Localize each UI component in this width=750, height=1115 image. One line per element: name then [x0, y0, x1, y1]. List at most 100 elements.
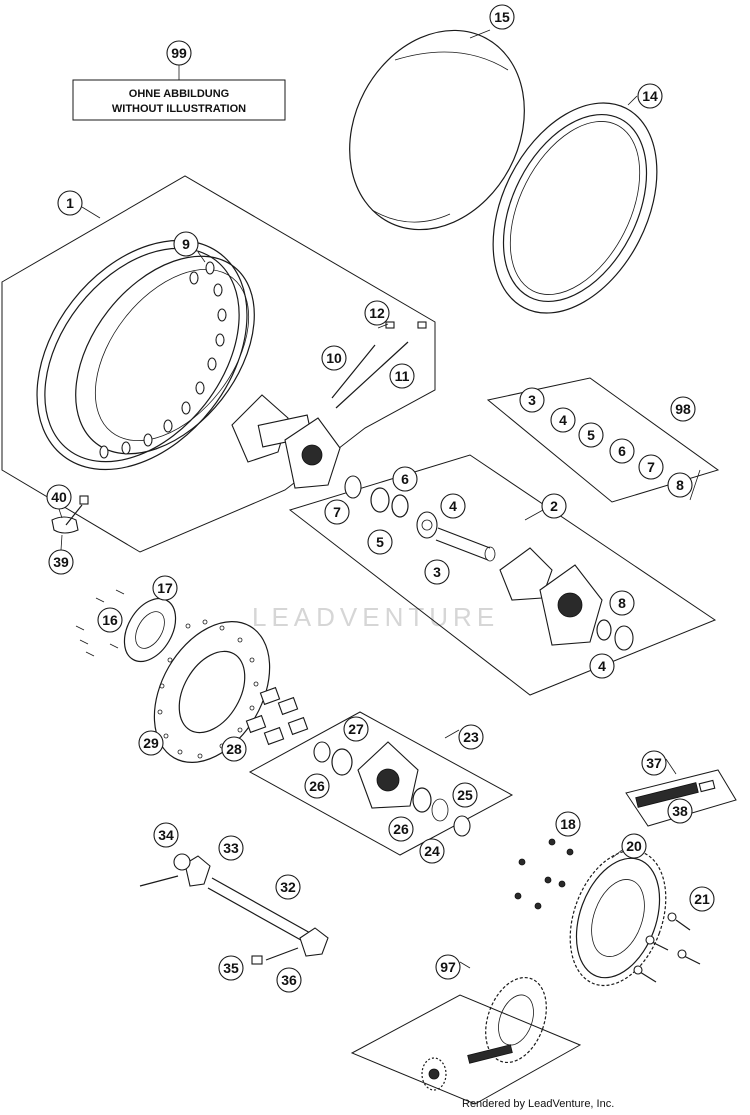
callout-15: 15 — [489, 4, 515, 30]
svg-text:26: 26 — [309, 778, 325, 794]
callout-3: 3 — [519, 387, 545, 413]
leader-12 — [377, 323, 389, 329]
callout-36: 36 — [276, 967, 302, 993]
brake-disc-part — [153, 619, 271, 764]
callout-97: 97 — [435, 954, 461, 980]
callout-20: 20 — [621, 833, 647, 859]
svg-text:40: 40 — [51, 489, 67, 505]
group-frame-23 — [248, 711, 514, 856]
svg-text:3: 3 — [528, 392, 536, 408]
svg-text:12: 12 — [369, 305, 385, 321]
callout-27: 27 — [343, 716, 369, 742]
svg-text:6: 6 — [401, 471, 409, 487]
callout-2: 2 — [541, 493, 567, 519]
callout-7b: 7 — [324, 499, 350, 525]
disc-screws-part — [75, 589, 125, 657]
callout-6: 6 — [609, 438, 635, 464]
tire-part — [492, 102, 658, 314]
svg-text:99: 99 — [171, 45, 187, 61]
svg-text:7: 7 — [333, 504, 341, 520]
callout-11: 11 — [389, 363, 415, 389]
callout-35: 35 — [218, 955, 244, 981]
svg-text:25: 25 — [457, 787, 473, 803]
svg-text:4: 4 — [559, 412, 567, 428]
hub-assembly-part — [344, 475, 634, 651]
note-box-line1: OHNE ABBILDUNG — [129, 88, 229, 100]
svg-text:26: 26 — [393, 821, 409, 837]
callout-5b: 5 — [367, 529, 393, 555]
svg-text:3: 3 — [433, 564, 441, 580]
axle-part — [139, 853, 329, 965]
callout-17: 17 — [152, 575, 178, 601]
svg-text:29: 29 — [143, 735, 159, 751]
svg-text:34: 34 — [158, 827, 174, 843]
svg-text:2: 2 — [550, 498, 558, 514]
svg-text:98: 98 — [675, 401, 691, 417]
svg-text:18: 18 — [560, 816, 576, 832]
svg-text:9: 9 — [182, 236, 190, 252]
callout-34: 34 — [153, 822, 179, 848]
svg-text:8: 8 — [676, 477, 684, 493]
leader-15 — [469, 29, 491, 39]
callout-7: 7 — [638, 454, 664, 480]
svg-text:5: 5 — [376, 534, 384, 550]
callout-28: 28 — [221, 736, 247, 762]
callout-14: 14 — [637, 83, 663, 109]
callout-26b: 26 — [388, 816, 414, 842]
callout-16: 16 — [97, 607, 123, 633]
callout-4c: 4 — [589, 653, 615, 679]
svg-text:37: 37 — [646, 755, 662, 771]
callout-18: 18 — [555, 811, 581, 837]
svg-text:27: 27 — [348, 721, 364, 737]
callout-12: 12 — [364, 300, 390, 326]
callout-4: 4 — [550, 407, 576, 433]
svg-text:4: 4 — [449, 498, 457, 514]
callout-32: 32 — [275, 874, 301, 900]
svg-text:16: 16 — [102, 612, 118, 628]
svg-text:4: 4 — [598, 658, 606, 674]
callout-4b: 4 — [440, 493, 466, 519]
spoke-part — [331, 321, 427, 409]
svg-text:8: 8 — [618, 595, 626, 611]
svg-text:10: 10 — [326, 350, 342, 366]
callout-3b: 3 — [424, 559, 450, 585]
callout-6b: 6 — [392, 466, 418, 492]
leader-lines — [58, 206, 701, 969]
chain-kit-part — [421, 976, 547, 1091]
leader-9 — [197, 251, 206, 263]
callout-10: 10 — [321, 345, 347, 371]
svg-text:7: 7 — [647, 459, 655, 475]
svg-text:38: 38 — [672, 803, 688, 819]
callout-8: 8 — [667, 472, 693, 498]
svg-text:28: 28 — [226, 741, 242, 757]
callout-26: 26 — [304, 773, 330, 799]
svg-text:32: 32 — [280, 879, 296, 895]
svg-text:11: 11 — [395, 368, 410, 384]
svg-text:5: 5 — [587, 427, 595, 443]
group-frame-98 — [486, 377, 720, 503]
svg-text:97: 97 — [440, 959, 456, 975]
callout-5: 5 — [578, 422, 604, 448]
svg-text:20: 20 — [626, 838, 642, 854]
callout-33: 33 — [218, 835, 244, 861]
svg-text:33: 33 — [223, 840, 239, 856]
svg-text:14: 14 — [642, 88, 658, 104]
callout-37: 37 — [641, 750, 667, 776]
hub-upper-part — [231, 394, 341, 489]
svg-text:24: 24 — [424, 843, 440, 859]
svg-text:6: 6 — [618, 443, 626, 459]
damper-rubber-part — [245, 686, 309, 746]
sprocket-carrier-part — [313, 741, 471, 837]
callouts: 99 15 14 1 9 12 10 11 98 3 4 5 6 7 8 40 … — [46, 4, 715, 993]
callout-98: 98 — [670, 396, 696, 422]
callout-8b: 8 — [609, 590, 635, 616]
svg-text:15: 15 — [494, 9, 510, 25]
leader-14 — [627, 95, 638, 106]
callout-25: 25 — [452, 782, 478, 808]
group-frame-37 — [625, 769, 737, 827]
svg-text:17: 17 — [157, 580, 173, 596]
footer-credit: Rendered by LeadVenture, Inc. — [462, 1098, 614, 1110]
sprocket-bolts-part — [633, 912, 701, 983]
callout-21: 21 — [689, 886, 715, 912]
